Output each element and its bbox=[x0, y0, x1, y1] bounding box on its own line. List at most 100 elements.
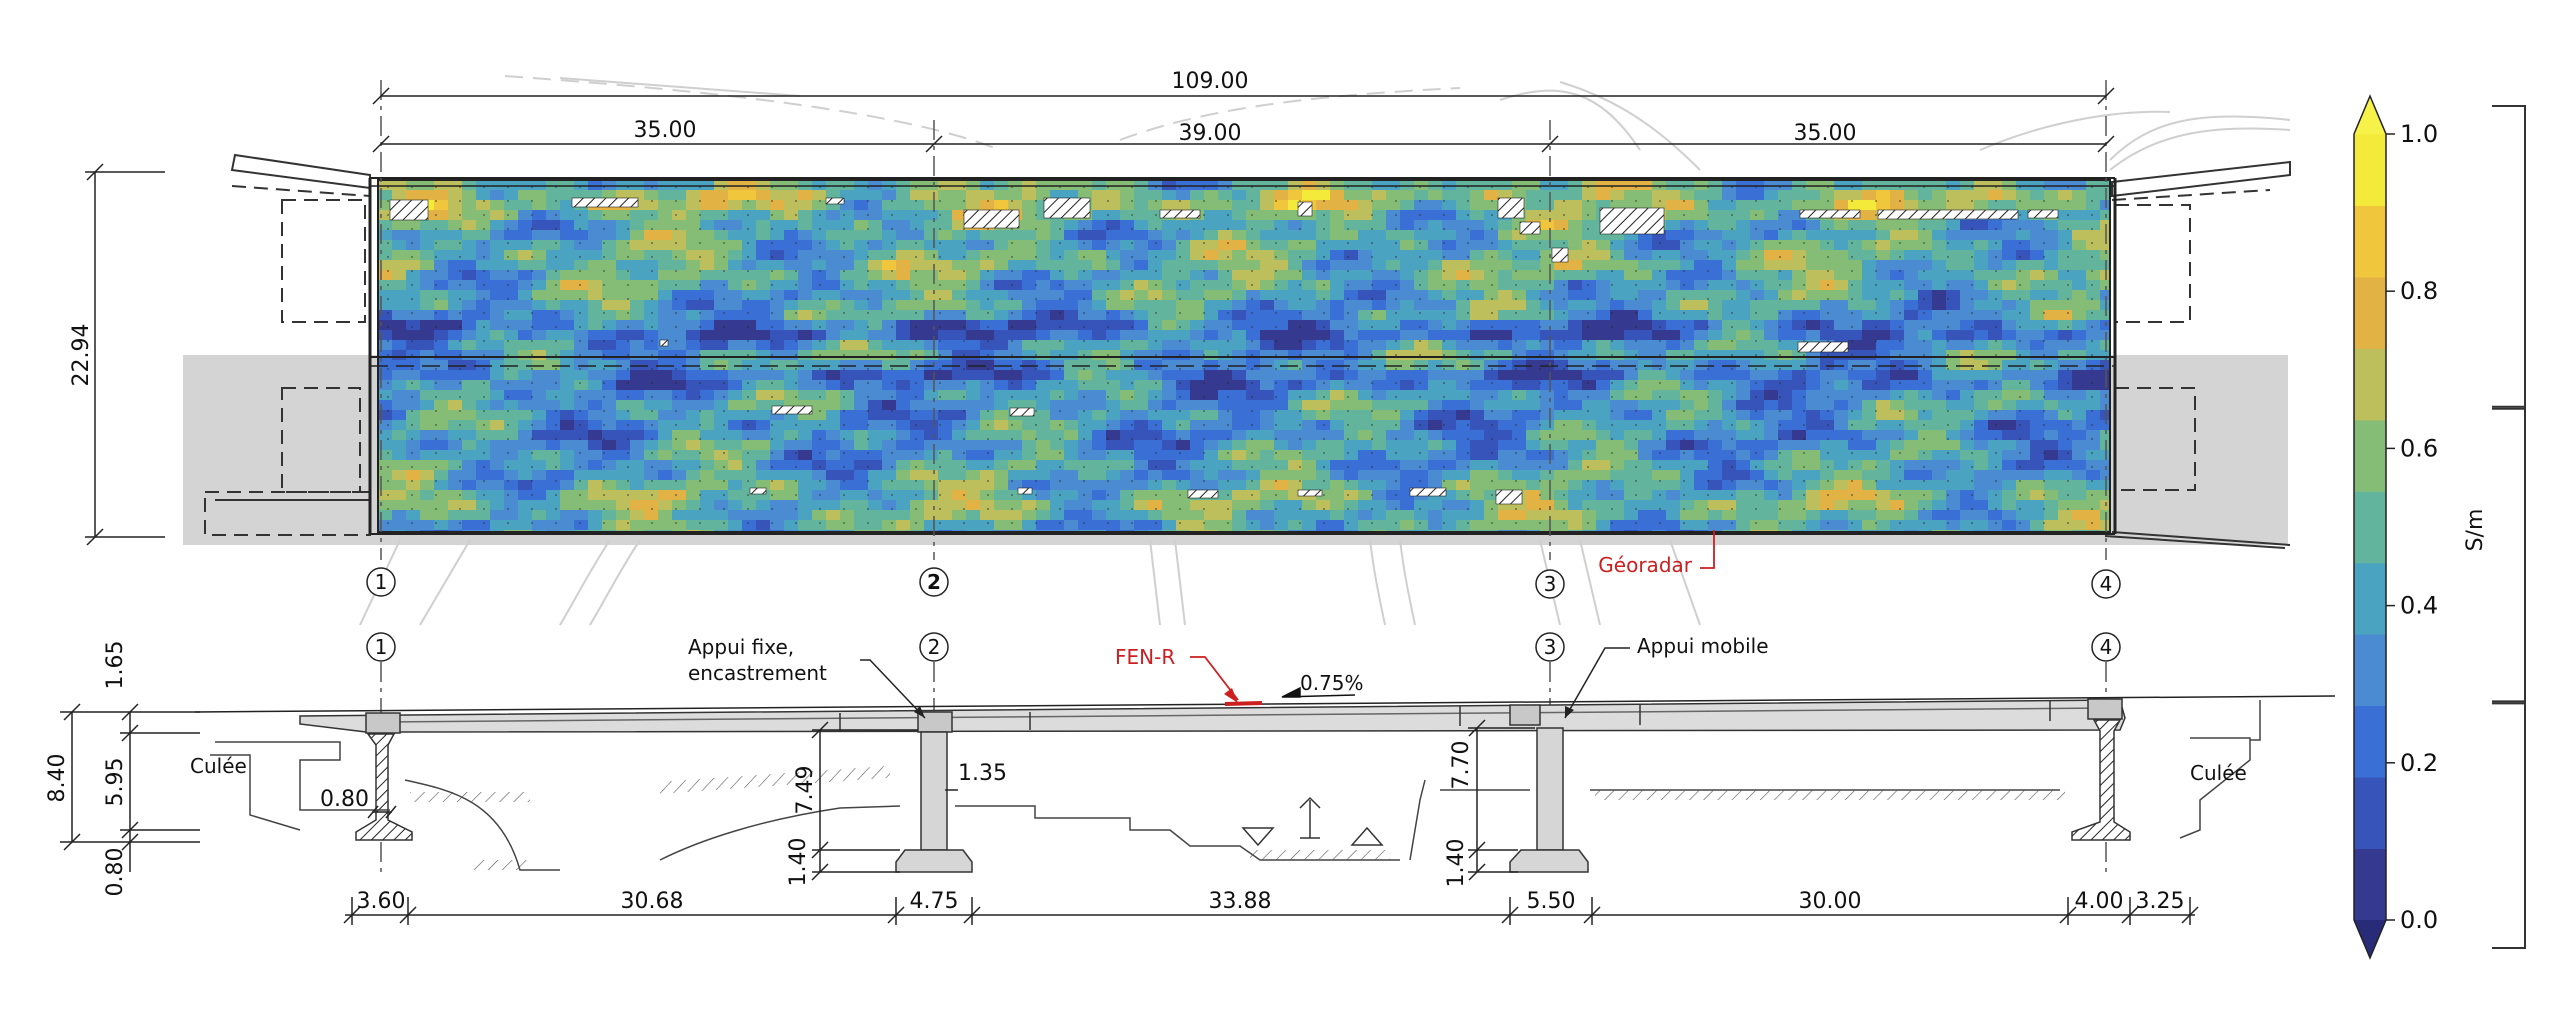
dim-abutment-width: 0.80 bbox=[320, 787, 369, 812]
hatched-patch bbox=[389, 199, 429, 221]
abutment-right bbox=[2071, 719, 2131, 841]
svg-text:2: 2 bbox=[927, 570, 941, 594]
dim-total-length: 109.00 bbox=[1172, 69, 1249, 94]
dim-deck-width: 22.94 bbox=[69, 324, 94, 387]
plan-width-dimension bbox=[85, 163, 165, 546]
fen-r-arrow bbox=[1224, 688, 1238, 703]
colorbar-extend-high bbox=[2354, 96, 2386, 134]
hatched-patch bbox=[1799, 209, 1861, 219]
elev-axis-2: 2 bbox=[919, 632, 949, 662]
pier-2 bbox=[895, 731, 973, 873]
hatched-patch bbox=[1297, 201, 1313, 217]
bottom-dimension-chain bbox=[343, 897, 2199, 925]
deck-girder bbox=[299, 698, 2126, 734]
colorbar-band bbox=[2354, 348, 2386, 421]
elev-axis-3: 3 bbox=[1535, 632, 1565, 662]
colorbar: 0.00.20.40.60.81.0 bbox=[2353, 94, 2438, 960]
hatched-patch bbox=[1159, 209, 1201, 219]
colorbar-band bbox=[2354, 205, 2386, 278]
colorbar-band bbox=[2354, 848, 2386, 921]
georadar-leader bbox=[1700, 530, 1715, 569]
hatched-patch bbox=[1297, 489, 1323, 497]
dim-bottom-4: 33.88 bbox=[1209, 889, 1272, 914]
plan-axis-1: 1 bbox=[366, 567, 396, 597]
approach-structures bbox=[204, 153, 2291, 549]
plan-top-dimensions bbox=[372, 87, 2115, 153]
dim-pier2-footing: 1.40 bbox=[786, 838, 811, 887]
colorbar-tick-label: 0.4 bbox=[2400, 592, 2438, 620]
colorbar-band bbox=[2354, 705, 2386, 778]
dim-bottom-7: 4.00 bbox=[2075, 889, 2124, 914]
hatched-patch bbox=[1409, 487, 1447, 497]
elevation-axis-lines bbox=[380, 662, 2107, 872]
hatched-patch bbox=[1551, 247, 1569, 263]
colorbar-band bbox=[2354, 777, 2386, 850]
colorbar-band bbox=[2354, 419, 2386, 492]
svg-text:1: 1 bbox=[375, 570, 388, 594]
pier-2-dimensions bbox=[811, 721, 958, 881]
dim-bottom-8: 3.25 bbox=[2136, 889, 2185, 914]
dim-left-1-65: 1.65 bbox=[103, 641, 128, 690]
colorbar-band bbox=[2354, 562, 2386, 635]
dim-span-1: 35.00 bbox=[634, 118, 697, 143]
colorbar-tick-label: 0.2 bbox=[2400, 749, 2438, 777]
deck-outline bbox=[368, 177, 2117, 535]
pier-3 bbox=[1509, 727, 1589, 873]
hatched-patch bbox=[963, 209, 1020, 229]
dim-bottom-1: 3.60 bbox=[357, 889, 406, 914]
colorbar-bracket bbox=[2492, 700, 2526, 949]
dim-span-3: 35.00 bbox=[1794, 121, 1857, 146]
svg-text:4: 4 bbox=[2100, 572, 2113, 596]
dim-bottom-2: 30.68 bbox=[621, 889, 684, 914]
plan-axis-4: 4 bbox=[2091, 569, 2121, 599]
hatched-patch bbox=[771, 405, 813, 415]
deck-conductivity-map bbox=[378, 180, 2110, 532]
georadar-label: Géoradar bbox=[1598, 553, 1692, 577]
appui-fixe-label-2: encastrement bbox=[688, 661, 827, 685]
colorbar-brackets bbox=[2492, 105, 2526, 949]
hatched-patch bbox=[571, 197, 639, 208]
hatched-patch bbox=[1877, 209, 2019, 220]
dim-pier2-width: 1.35 bbox=[958, 761, 1007, 786]
appui-mobile-arrow bbox=[1565, 706, 1574, 718]
hatched-patch bbox=[2027, 209, 2059, 219]
dim-bottom-5: 5.50 bbox=[1527, 889, 1576, 914]
hatched-patch bbox=[1187, 489, 1219, 499]
colorbar-tick-label: 1.0 bbox=[2400, 120, 2438, 148]
colorbar-bracket bbox=[2492, 405, 2526, 705]
fen-r-leader bbox=[1190, 656, 1239, 701]
appui-fixe-arrow bbox=[914, 706, 925, 718]
plan-axis-lines bbox=[380, 80, 2107, 560]
colorbar-tick-label: 0.6 bbox=[2400, 434, 2438, 462]
hatched-patch bbox=[1017, 487, 1033, 495]
hatched-patch bbox=[1495, 489, 1523, 505]
elevation-axis-markers: 1 2 3 4 bbox=[366, 632, 2121, 662]
dim-left-0-80: 0.80 bbox=[103, 848, 128, 897]
plan-axis-2: 2 bbox=[919, 567, 949, 597]
plan-view: 109.00 35.00 39.00 35.00 22.94 1 2 3 bbox=[69, 69, 2291, 626]
hatched-patch bbox=[1497, 197, 1525, 219]
left-vertical-dimensions bbox=[60, 703, 200, 872]
colorbar-band bbox=[2354, 276, 2386, 349]
hatched-patch bbox=[1519, 221, 1541, 235]
svg-text:4: 4 bbox=[2100, 635, 2113, 659]
colorbar-band bbox=[2354, 134, 2386, 206]
fen-r-segment bbox=[1224, 701, 1263, 706]
hatched-patch bbox=[659, 339, 669, 347]
ground-hatching bbox=[410, 765, 2065, 870]
dim-left-5-95: 5.95 bbox=[103, 758, 128, 807]
svg-text:2: 2 bbox=[928, 635, 941, 659]
dim-pier2-height: 7.49 bbox=[793, 766, 818, 815]
hatched-no-data-areas bbox=[389, 197, 2059, 505]
elevation-view: 1 2 3 4 bbox=[45, 632, 2336, 925]
colorbar-bracket bbox=[2492, 105, 2526, 410]
hatched-patch bbox=[1599, 207, 1665, 235]
colorbar-band bbox=[2354, 491, 2386, 564]
svg-text:3: 3 bbox=[1544, 572, 1557, 596]
slope-label: 0.75% bbox=[1300, 671, 1364, 695]
bottom-dimension-labels: 3.60 30.68 4.75 33.88 5.50 30.00 4.00 3.… bbox=[357, 889, 2185, 914]
colorbar-unit-label: S/m bbox=[2463, 509, 2488, 552]
hatched-patch bbox=[1043, 197, 1091, 219]
plan-axis-3: 3 bbox=[1535, 569, 1565, 599]
